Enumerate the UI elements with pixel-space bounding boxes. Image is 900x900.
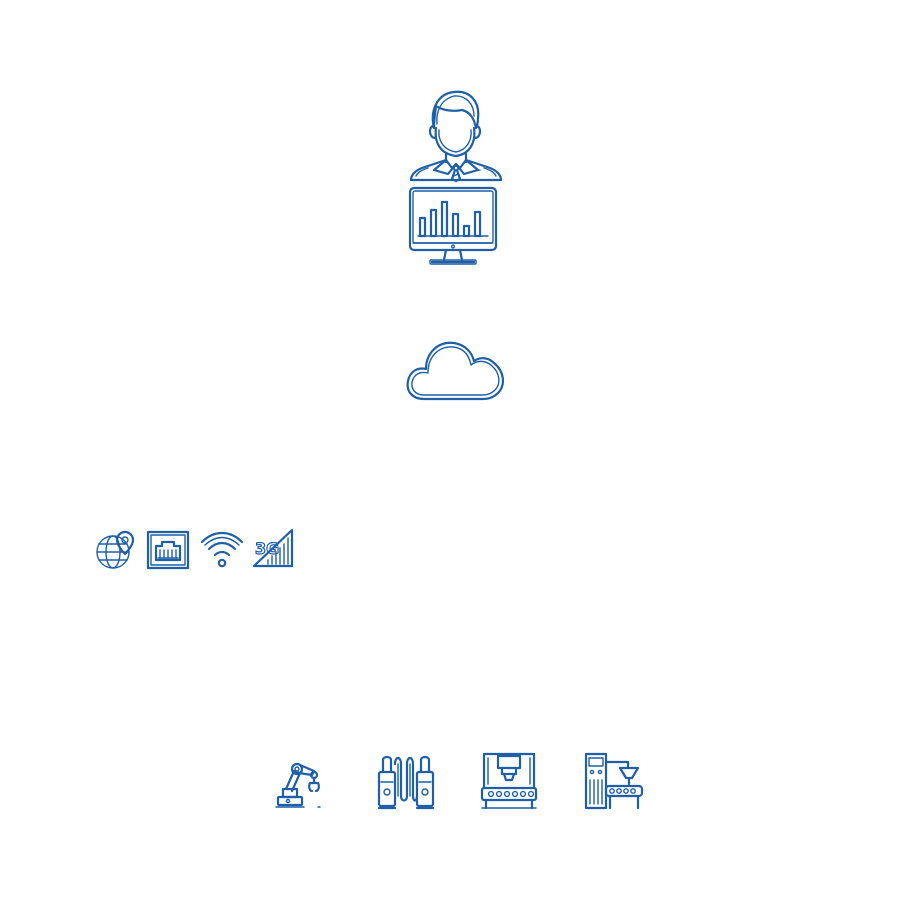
3g-label: 3G [255, 539, 279, 558]
cloud-icon [406, 337, 506, 401]
robot-arm-icon [274, 757, 328, 809]
3g-signal-icon: 3G [252, 528, 294, 568]
businessman-icon [408, 88, 504, 183]
press-machine-icon [480, 752, 538, 810]
monitor-chart-icon [408, 186, 498, 268]
wifi-icon [200, 530, 244, 568]
industrial-tanks-icon [377, 752, 435, 810]
conveyor-machine-icon [584, 752, 644, 810]
ethernet-port-icon [146, 530, 190, 570]
globe-location-icon [95, 530, 135, 570]
